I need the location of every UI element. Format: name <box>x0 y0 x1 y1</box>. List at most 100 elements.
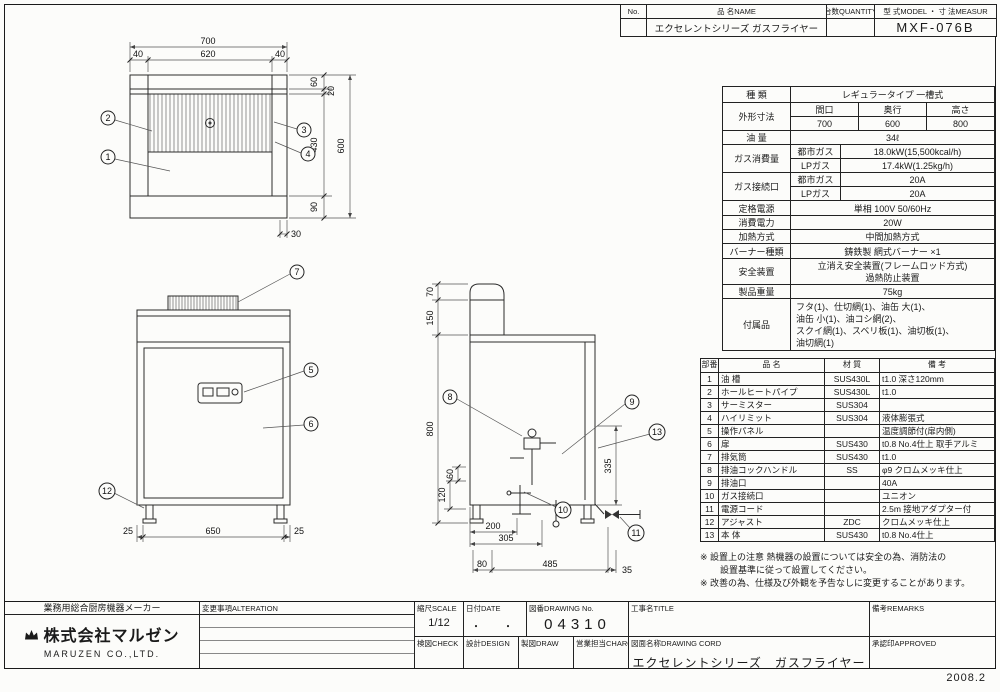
dim-70: 70 <box>425 287 435 297</box>
note-line: ※ 改善の為、仕様及び外観を予告なしに変更することがあります。 <box>700 578 971 588</box>
spec-value: 75kg <box>882 286 903 297</box>
parts-cell: 本 体 <box>719 529 825 541</box>
callout-1 <box>100 149 116 165</box>
gas-valve-part <box>523 437 541 450</box>
dims-col-label: 奥行 <box>859 103 927 116</box>
parts-cell: 7 <box>701 451 719 463</box>
parts-cell: 6 <box>701 438 719 450</box>
check-cell: 検図CHECK <box>414 636 463 668</box>
top-view-callouts: 2 1 3 4 <box>100 110 316 172</box>
parts-cell: 13 <box>701 529 719 541</box>
date-cell: 日付DATE ・ ・ <box>463 602 526 636</box>
parts-cell: SS <box>825 464 880 476</box>
parts-cell: 40A <box>882 478 898 488</box>
spec-row-burner: バーナー種類 鋳鉄製 網式バーナー ×1 <box>723 243 994 258</box>
spec-row-heating: 加熱方式 中間加熱方式 <box>723 229 994 243</box>
spec-table: 種 類 レギュラータイプ 一槽式 外形寸法 間口 奥行 高さ 700 600 8… <box>722 86 995 351</box>
alteration-label: 変更事項ALTERATION <box>200 602 414 615</box>
dim-25-left: 25 <box>123 526 133 536</box>
accessory-line: スクイ網(1)、スベリ板(1)、油切板(1)、 <box>796 325 955 336</box>
alteration-row <box>200 628 414 641</box>
spec-value: 単相 100V 50/60Hz <box>853 203 932 214</box>
callout-9-number: 9 <box>629 397 634 407</box>
conn-type-label: LPガス <box>791 187 841 200</box>
dim-430: 430 <box>309 137 319 152</box>
drawing-no-cell: 図番DRAWING No. 04310 <box>526 602 628 636</box>
spec-value: レギュラータイプ 一槽式 <box>841 90 944 100</box>
sheet-border <box>4 4 996 669</box>
safety-line: 過熱防止装置 <box>865 272 920 283</box>
qty-value <box>827 18 875 36</box>
thermostat-part <box>527 428 537 438</box>
spec-label: 付属品 <box>723 299 791 350</box>
callout-4 <box>300 146 316 162</box>
no-label: No. <box>621 5 647 18</box>
control-panel <box>197 382 243 404</box>
scale-label: 縮尺SCALE <box>417 604 457 613</box>
parts-cell: 10 <box>701 490 719 502</box>
notes: ※ 設置上の注意 熱機器の設置については安全の為、消防法の 設置基準に従って設置… <box>700 551 996 590</box>
flue-outline <box>469 283 505 335</box>
parts-header-cell: 部番 <box>701 359 719 372</box>
parts-cell: 9 <box>701 477 719 489</box>
draw-label: 製図DRAW <box>521 639 559 648</box>
callout-2-number: 2 <box>105 113 110 123</box>
dims-value: 600 <box>859 117 927 130</box>
parts-cell: SUS304 <box>825 399 880 411</box>
header-table: No. 品 名NAME 台数QUANTITY 型 式MODEL ・ 寸 法MEA… <box>620 4 997 37</box>
maker-tagline: 業務用総合厨房機器メーカー <box>5 602 199 615</box>
front-view-dims: 25 650 25 <box>123 525 304 542</box>
parts-cell: 4 <box>701 412 719 424</box>
callout-7-number: 7 <box>294 267 299 277</box>
alteration-panel: 変更事項ALTERATION <box>199 602 414 668</box>
side-view-callouts: 8 9 13 10 11 <box>442 389 666 542</box>
project-title-cell: 工事名TITLE <box>628 602 869 636</box>
scale-cell: 縮尺SCALE 1/12 <box>414 602 463 636</box>
spec-row-oil: 油 量 34ℓ <box>723 130 994 144</box>
parts-cell: ガス接続口 <box>719 490 825 502</box>
parts-cell: ホールヒートパイプ <box>719 386 825 398</box>
no-value <box>621 18 647 36</box>
spec-row-wattage: 消費電力 20W <box>723 215 994 229</box>
parts-cell: クロムメッキ仕上 <box>882 517 951 527</box>
top-view-dims: 700 40 620 40 60 20 430 90 <box>127 36 356 239</box>
dim-25-right: 25 <box>294 526 304 536</box>
drawing-no-value: 04310 <box>544 616 611 633</box>
dim-150: 150 <box>425 310 435 325</box>
company-name: 株式会社マルゼン <box>43 628 180 645</box>
spec-row-type: 種 類 レギュラータイプ 一槽式 <box>723 87 994 102</box>
parts-cell: t0.8 No.4仕上 取手アルミ <box>882 439 979 449</box>
spec-row-outer-dims: 外形寸法 間口 奥行 高さ 700 600 800 <box>723 102 994 130</box>
name-label: 品 名NAME <box>647 5 827 18</box>
spec-label: 安全装置 <box>723 259 791 284</box>
front-view <box>136 295 291 524</box>
callout-5-number: 5 <box>308 365 313 375</box>
parts-cell: 操作パネル <box>719 425 825 437</box>
burner-hatch <box>149 94 271 152</box>
parts-cell: SUS430 <box>825 529 880 541</box>
approved-label: 承認印APPROVED <box>872 639 937 648</box>
parts-cell: 2.5m 接地アダプター付 <box>882 504 972 514</box>
parts-cell: t1.0 深さ120mm <box>882 374 944 384</box>
top-view <box>129 74 288 219</box>
accessory-line: 油缶 小(1)、油コシ網(2)、 <box>796 313 902 324</box>
callout-8-number: 8 <box>447 392 452 402</box>
spec-label: ガス接続口 <box>723 173 791 200</box>
spec-value: 20W <box>883 217 902 228</box>
design-cell: 設計DESIGN <box>463 636 518 668</box>
parts-cell: ZDC <box>825 516 880 528</box>
dim-305: 305 <box>498 533 513 543</box>
alteration-row <box>200 615 414 628</box>
front-body-outline <box>136 309 291 506</box>
alteration-row <box>200 641 414 654</box>
dim-60: 60 <box>309 77 319 87</box>
note-line: ※ 設置上の注意 熱機器の設置については安全の為、消防法の <box>700 552 947 562</box>
exhaust-duct-hatch <box>169 296 237 310</box>
parts-header-row: 部番品 名材 質備 考 <box>701 359 994 372</box>
